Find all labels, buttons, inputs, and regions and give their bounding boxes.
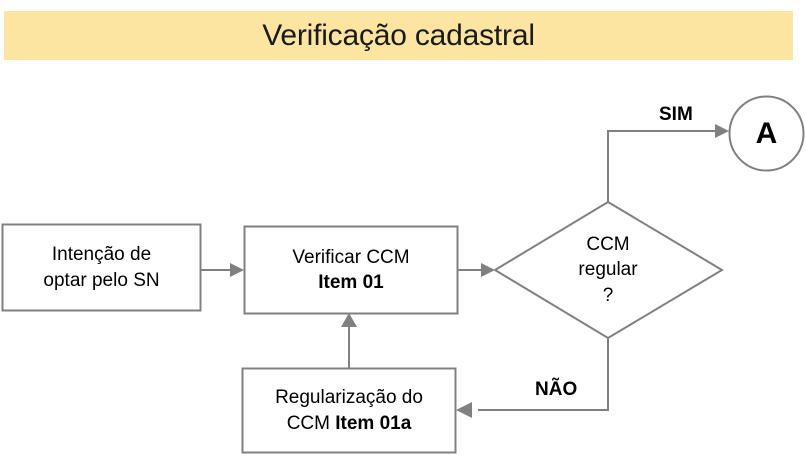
page-title: Verificação cadastral: [262, 18, 535, 52]
node-regularizacao-shape: [241, 367, 457, 454]
node-verificar-ccm-shape: [243, 225, 459, 315]
edge-decision-no-line: [478, 338, 609, 411]
node-intencao-shape: [1, 223, 202, 312]
edge-decision-no-arrowhead: [456, 402, 472, 418]
node-ccm-regular-shape: [493, 200, 724, 340]
edge-regularizacao-to-verificar-arrowhead: [341, 313, 357, 327]
node-connector-a-shape: [728, 95, 805, 172]
title-banner: [4, 11, 793, 60]
edge-intencao-to-verificar-arrowhead: [230, 263, 244, 277]
edge-verificar-to-decision-arrowhead: [481, 263, 495, 277]
edge-decision-yes-arrowhead: [715, 124, 729, 138]
edge-decision-yes-line: [607, 130, 717, 202]
